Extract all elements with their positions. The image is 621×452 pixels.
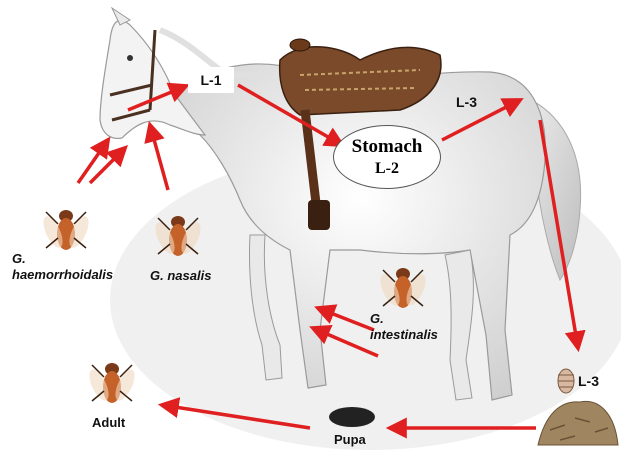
g-intestinalis-genus: G.: [370, 311, 438, 327]
l1-text: L-1: [201, 72, 222, 88]
g-haemorrhoidalis-genus: G.: [12, 251, 113, 267]
l3-bottom-label: L-3: [578, 373, 599, 389]
g-nasalis-label: G. nasalis: [150, 268, 211, 284]
l1-label: L-1: [188, 67, 234, 93]
l3-top-label: L-3: [456, 94, 477, 110]
fly-adult: [85, 363, 138, 403]
pupa-icon: [329, 407, 375, 427]
g-haemorrhoidalis-label: G. haemorrhoidalis: [12, 251, 113, 283]
arrow-nasalis-to-jaw: [150, 125, 168, 190]
stomach-text: Stomach: [334, 136, 440, 158]
adult-label: Adult: [92, 415, 125, 431]
stomach-label: Stomach L-2: [333, 125, 441, 189]
arrow-haem-to-mouth-1: [78, 140, 108, 183]
g-haemorrhoidalis-species: haemorrhoidalis: [12, 267, 113, 283]
l2-text: L-2: [334, 160, 440, 178]
g-intestinalis-label: G. intestinalis: [370, 311, 438, 343]
larva-l3: [558, 369, 574, 393]
arrow-haem-to-mouth-2: [90, 148, 125, 183]
horse-eye: [127, 55, 133, 61]
g-intestinalis-species: intestinalis: [370, 327, 438, 343]
stirrup: [308, 200, 330, 230]
saddle-horn: [290, 39, 310, 51]
pupa-label: Pupa: [334, 432, 366, 448]
fly-haemorrhoidalis: [39, 210, 92, 250]
